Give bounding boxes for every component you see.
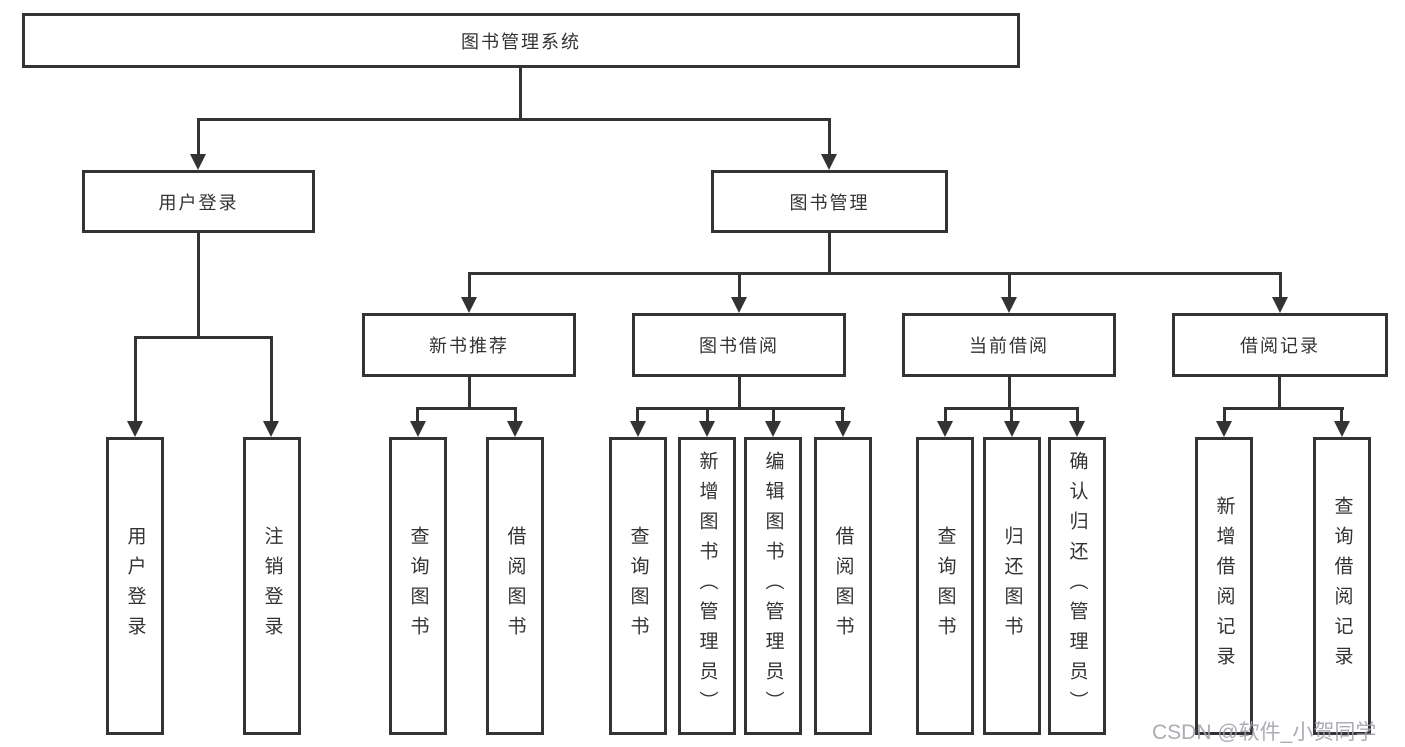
leaf-query-borrow-record: 查询借阅记录 [1313,437,1371,735]
arrow-down-icon [1334,421,1350,437]
edge-line [828,233,831,272]
arrow-down-icon [699,421,715,437]
edge-line [772,407,775,422]
edge-line [519,68,522,118]
arrow-down-icon [1216,421,1232,437]
arrow-down-icon [1272,297,1288,313]
edge-line [134,336,137,423]
arrow-down-icon [1001,297,1017,313]
arrow-down-icon [1069,421,1085,437]
edge-line [270,336,273,423]
leaf-logout: 注销登录 [243,437,301,735]
edge-line [468,272,1282,275]
edge-line [1223,407,1226,422]
edge-line [1279,272,1282,299]
edge-line [738,272,741,299]
edge-line [197,118,200,156]
edge-line [416,407,517,410]
leaf-edit-book-admin: 编辑图书（管理员） [744,437,802,735]
edge-line [1010,407,1013,422]
edge-line [416,407,419,422]
edge-line [1223,407,1344,410]
leaf-add-borrow-record: 新增借阅记录 [1195,437,1253,735]
edge-line [197,118,831,121]
edge-line [1008,377,1011,407]
edge-line [197,233,200,336]
arrow-down-icon [765,421,781,437]
edge-line [514,407,517,422]
arrow-down-icon [263,421,279,437]
edge-line [841,407,844,422]
leaf-add-book-admin: 新增图书（管理员） [678,437,736,735]
arrow-down-icon [127,421,143,437]
edge-line [468,272,471,299]
edge-line [738,377,741,407]
leaf-query-book-current: 查询图书 [916,437,974,735]
edge-line [636,407,639,422]
node-library-system: 图书管理系统 [22,13,1020,68]
arrow-down-icon [410,421,426,437]
arrow-down-icon [1004,421,1020,437]
node-borrow-records: 借阅记录 [1172,313,1388,377]
edge-line [468,377,471,407]
watermark: CSDN @软件_小贺同学 [1152,721,1377,744]
arrow-down-icon [835,421,851,437]
edge-line [1340,407,1343,422]
edge-line [1008,272,1011,299]
arrow-down-icon [190,154,206,170]
leaf-query-book-borrow: 查询图书 [609,437,667,735]
edge-line [636,407,845,410]
leaf-borrow-book-recommend: 借阅图书 [486,437,544,735]
arrow-down-icon [507,421,523,437]
arrow-down-icon [821,154,837,170]
leaf-confirm-return-admin: 确认归还（管理员） [1048,437,1106,735]
arrow-down-icon [937,421,953,437]
arrow-down-icon [630,421,646,437]
edge-line [1278,377,1281,407]
node-current-borrow: 当前借阅 [902,313,1116,377]
node-new-book-recommend: 新书推荐 [362,313,576,377]
edge-line [134,336,273,339]
arrow-down-icon [731,297,747,313]
arrow-down-icon [461,297,477,313]
leaf-borrow-book: 借阅图书 [814,437,872,735]
edge-line [706,407,709,422]
node-user-login: 用户登录 [82,170,315,233]
leaf-user-login: 用户登录 [106,437,164,735]
leaf-return-book: 归还图书 [983,437,1041,735]
edge-line [828,118,831,156]
edge-line [944,407,947,422]
edge-line [1076,407,1079,422]
node-book-management: 图书管理 [711,170,948,233]
leaf-query-book-recommend: 查询图书 [389,437,447,735]
node-book-borrow: 图书借阅 [632,313,846,377]
